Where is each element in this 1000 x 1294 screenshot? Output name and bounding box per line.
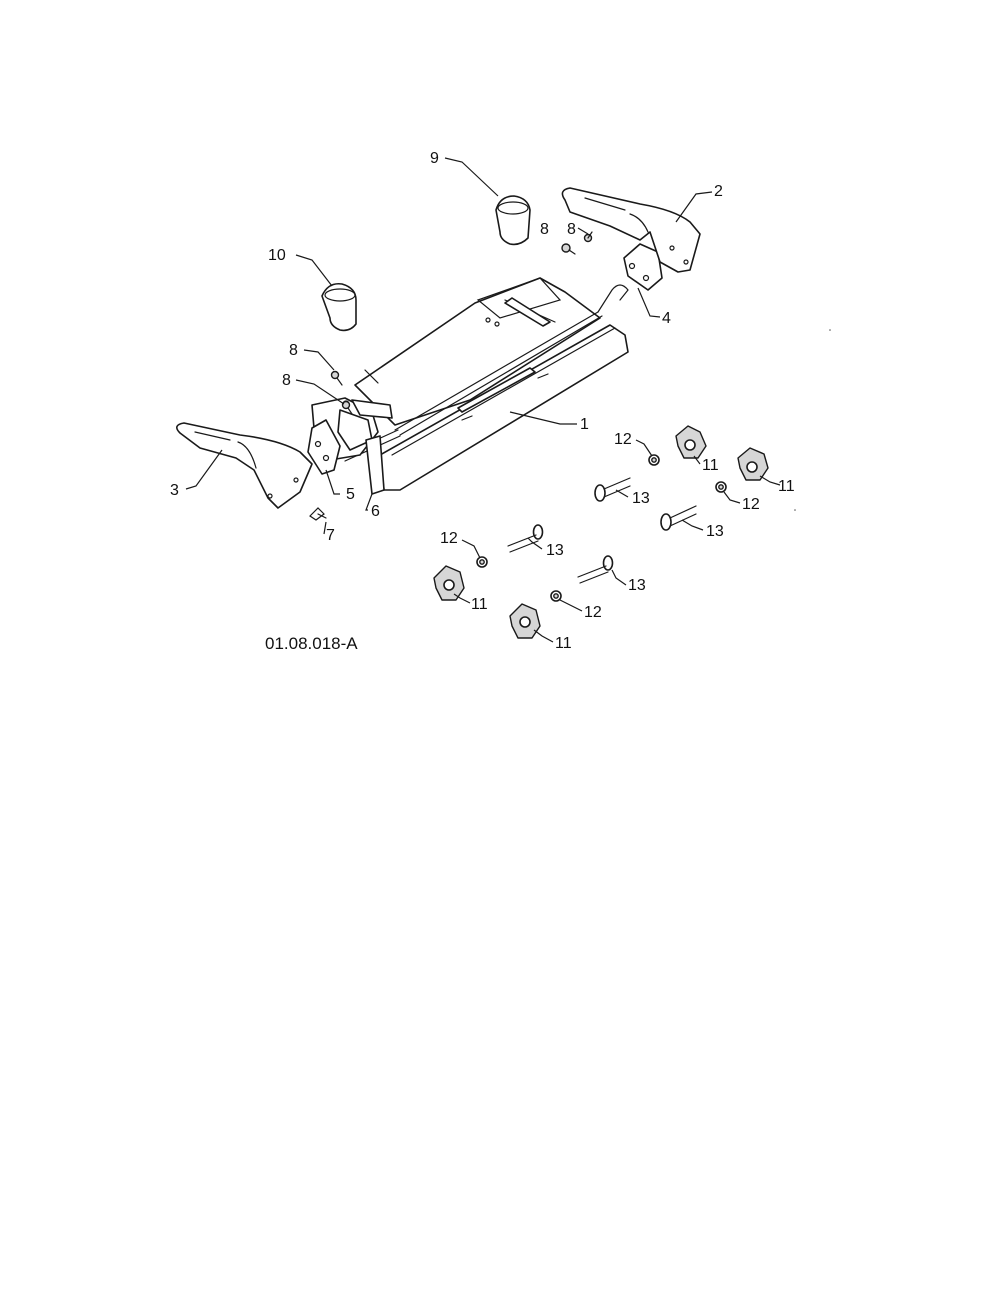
part-plate-6 — [365, 435, 385, 495]
callout-11-c: 11 — [471, 596, 488, 613]
screw-8d — [341, 400, 353, 415]
part-handle-3 — [176, 422, 313, 509]
callout-13-a: 13 — [632, 490, 650, 507]
callout-12-a: 12 — [614, 431, 632, 448]
part-handle-2 — [561, 187, 701, 273]
callout-7: 7 — [326, 527, 335, 544]
scan-speck — [794, 509, 796, 511]
callout-6: 6 — [371, 503, 380, 520]
part-screws-8 — [330, 231, 593, 415]
part-star-knob-11d — [509, 603, 541, 639]
scan-speck — [829, 329, 831, 331]
callout-11-a: 11 — [702, 457, 719, 474]
part-nut-12a — [648, 454, 660, 466]
callout-2: 2 — [714, 183, 723, 200]
callout-4: 4 — [662, 310, 671, 327]
callout-13-b: 13 — [706, 523, 724, 540]
callout-12-b: 12 — [742, 496, 760, 513]
part-nut-12d — [550, 590, 562, 602]
part-bolt-13c — [507, 524, 544, 553]
part-bolt-13b — [660, 505, 697, 531]
callout-12-d: 12 — [584, 604, 602, 621]
part-bolt-13a — [594, 477, 631, 502]
part-knob-10 — [321, 282, 357, 332]
screw-8c — [330, 370, 343, 386]
part-clip-7 — [309, 507, 327, 521]
part-bolt-13d — [577, 555, 614, 584]
callout-10: 10 — [268, 247, 286, 264]
part-bracket-5 — [307, 419, 341, 475]
part-nut-12b — [715, 481, 727, 493]
part-star-knob-11a — [675, 425, 707, 459]
part-frame-1 — [342, 277, 629, 491]
callout-8-d: 8 — [282, 372, 291, 389]
callout-5: 5 — [346, 486, 355, 503]
callout-13-d: 13 — [628, 577, 646, 594]
part-star-knob-11c — [433, 565, 465, 601]
callout-8-b: 8 — [567, 221, 576, 238]
callout-11-b: 11 — [778, 478, 795, 495]
callout-labels: 9 2 10 8 8 4 8 8 1 3 5 6 7 12 11 11 12 1… — [170, 150, 795, 652]
callout-12-c: 12 — [440, 530, 458, 547]
callout-9: 9 — [430, 150, 439, 167]
screw-8b — [583, 231, 593, 243]
drawing-number: 01.08.018-A — [265, 634, 358, 653]
callout-8-a: 8 — [540, 221, 549, 238]
leader-lines — [185, 157, 781, 643]
callout-13-c: 13 — [546, 542, 564, 559]
part-star-knob-11b — [737, 447, 769, 481]
part-nut-12c — [476, 556, 488, 568]
part-bracket-4 — [623, 243, 663, 291]
callout-3: 3 — [170, 482, 179, 499]
callout-8-c: 8 — [289, 342, 298, 359]
callout-1: 1 — [580, 416, 589, 433]
callout-11-d: 11 — [555, 635, 572, 652]
screw-8a — [561, 243, 576, 255]
part-knob-9 — [495, 195, 531, 246]
